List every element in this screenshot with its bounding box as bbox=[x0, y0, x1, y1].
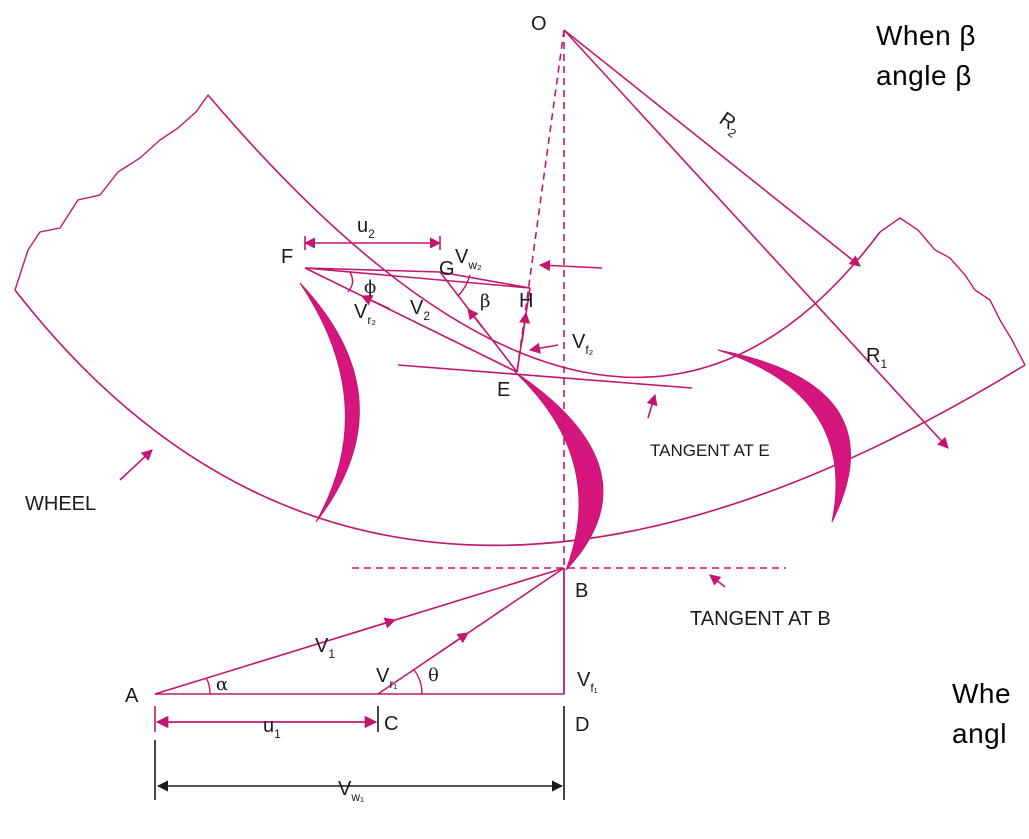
wheel-right-break-edge bbox=[879, 217, 1026, 366]
label-E: E bbox=[497, 379, 510, 401]
label-Vf1: Vf₁ bbox=[577, 669, 598, 695]
label-beta: β bbox=[480, 291, 490, 312]
vector-Vr2-arrow bbox=[360, 295, 391, 310]
label-R1: R1 bbox=[866, 345, 887, 371]
vector-Vf2-arrow bbox=[519, 311, 531, 343]
blade-middle bbox=[514, 371, 604, 571]
label-H: H bbox=[519, 290, 533, 312]
vector-Vr1-arrow bbox=[439, 632, 469, 653]
label-V2: V2 bbox=[410, 297, 430, 323]
label-F: F bbox=[281, 246, 293, 268]
pointer-Vw2 bbox=[538, 259, 603, 272]
wheel-inner-arc bbox=[207, 94, 881, 379]
wheel-outer-arc bbox=[14, 289, 1026, 547]
slide-text-line-3: Whe bbox=[952, 678, 1012, 709]
label-tangent-at-B: TANGENT AT B bbox=[690, 608, 831, 630]
angle-arc-beta bbox=[457, 274, 471, 297]
label-u1: u1 bbox=[263, 715, 281, 741]
label-wheel: WHEEL bbox=[25, 493, 96, 515]
label-tangent-at-E: TANGENT AT E bbox=[650, 441, 770, 460]
label-C: C bbox=[384, 713, 398, 735]
outlet-line-F-to-H bbox=[304, 267, 531, 289]
label-Vf2: Vf₂ bbox=[572, 331, 594, 357]
label-B: B bbox=[575, 580, 588, 602]
vector-Vr1 bbox=[377, 567, 565, 695]
label-theta: θ bbox=[428, 665, 439, 686]
vector-Vr2 bbox=[304, 267, 518, 373]
label-Vr2: Vr₂ bbox=[354, 301, 376, 327]
outlet-line-G-to-H bbox=[439, 271, 531, 289]
tangent-line-at-E bbox=[397, 364, 693, 389]
blade-right bbox=[717, 349, 851, 523]
wheel-left-break-edge bbox=[14, 94, 209, 291]
label-R2: R2 bbox=[713, 108, 745, 141]
label-u2: u2 bbox=[357, 215, 375, 241]
label-G: G bbox=[439, 258, 455, 280]
slide-text-line-2: angle β bbox=[876, 60, 972, 91]
label-O: O bbox=[531, 13, 547, 35]
label-A: A bbox=[125, 685, 139, 707]
angle-arc-theta bbox=[413, 669, 423, 695]
radius-line-R2 bbox=[563, 29, 861, 267]
label-Vw2: Vw₂ bbox=[455, 246, 482, 272]
label-Vw1: Vw₁ bbox=[338, 778, 364, 804]
angle-arc-alpha bbox=[205, 677, 211, 695]
label-D: D bbox=[575, 714, 589, 736]
tangent-e-pointer bbox=[646, 393, 658, 419]
blade-left bbox=[299, 282, 360, 523]
radius-line-R1 bbox=[563, 29, 949, 449]
wheel-pointer bbox=[119, 449, 153, 481]
label-phi: ϕ bbox=[364, 277, 376, 298]
slide-text-line-4: angl bbox=[952, 718, 1007, 749]
pointer-Vf2 bbox=[528, 342, 559, 354]
label-V1: V1 bbox=[315, 635, 335, 661]
outlet-line-F-to-G bbox=[304, 267, 441, 273]
dashed-line-O-to-E bbox=[516, 29, 565, 373]
label-Vr1: Vr₁ bbox=[376, 665, 397, 691]
tangent-b-pointer bbox=[709, 574, 726, 588]
vector-V1-arrow bbox=[349, 617, 397, 635]
label-alpha: α bbox=[216, 674, 228, 695]
vector-V2-arrow bbox=[467, 308, 483, 328]
angle-arc-phi bbox=[347, 271, 354, 293]
slide-text-line-1: When β bbox=[876, 20, 977, 51]
